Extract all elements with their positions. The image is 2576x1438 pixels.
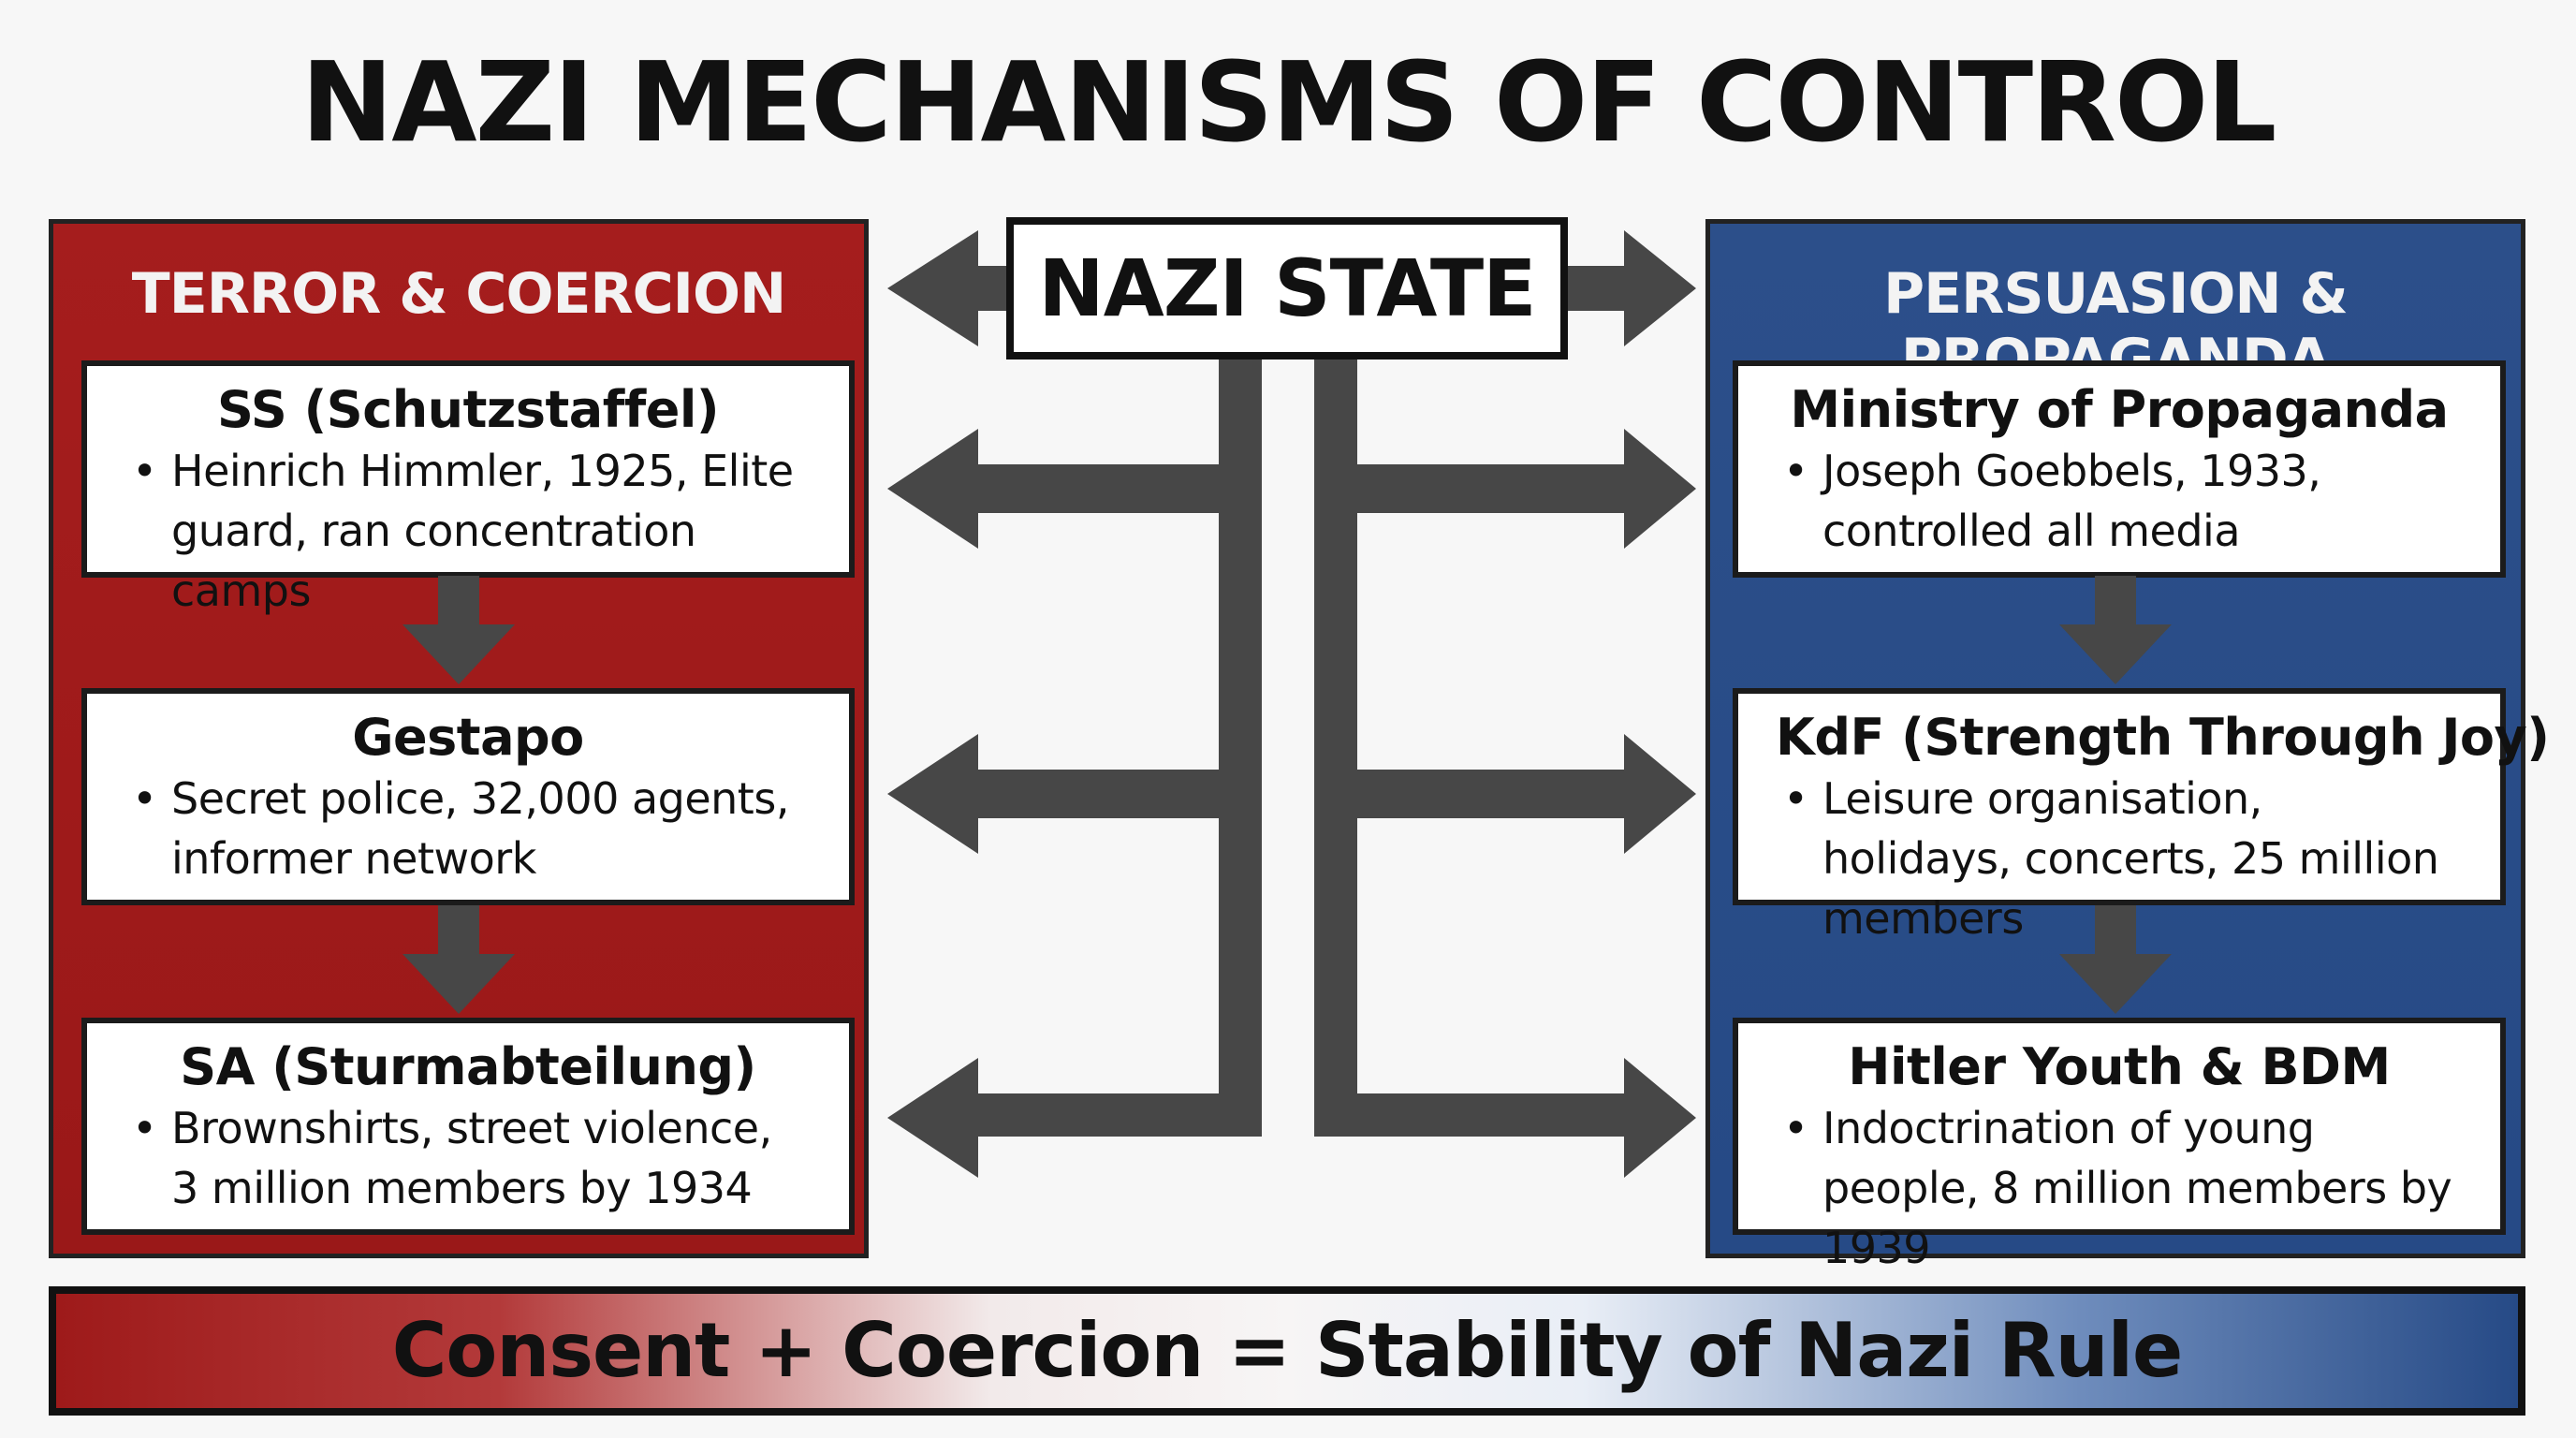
card-body: • Secret police, 32,000 agents, informer… (124, 769, 812, 888)
card-title: KdF (Strength Through Joy) (1776, 708, 2550, 767)
card-title: SA (Sturmabteilung) (180, 1037, 756, 1096)
card-title: Hitler Youth & BDM (1848, 1037, 2391, 1096)
arrow-state-to-right (1568, 230, 1696, 346)
arrow-to-sa (887, 1058, 1219, 1178)
down-arrow-icon (402, 905, 515, 1014)
bullet-glyph: • (132, 446, 157, 496)
card-text: Leisure organisation, holidays, concerts… (1822, 773, 2439, 944)
card-title: Gestapo (352, 708, 584, 767)
terror-coercion-panel: TERROR & COERCION SS (Schutzstaffel) • H… (49, 219, 869, 1258)
card-title: SS (Schutzstaffel) (216, 380, 720, 439)
arrow-to-kdf (1357, 734, 1696, 854)
bullet-glyph: • (1783, 773, 1808, 824)
card-text: Joseph Goebbels, 1933, controlled all me… (1822, 446, 2321, 556)
card-kdf: KdF (Strength Through Joy) • Leisure org… (1733, 688, 2550, 944)
down-arrow-icon (2059, 576, 2172, 684)
card-body: • Indoctrination of young people, 8 mill… (1776, 1098, 2463, 1278)
card-body: • Leisure organisation, holidays, concer… (1776, 769, 2463, 948)
card-hitler-youth: Hitler Youth & BDM • Indoctrination of y… (1733, 1018, 2506, 1273)
nazi-state-box: NAZI STATE (1006, 217, 1568, 360)
left-trunk (1219, 360, 1262, 1137)
card-sa: SA (Sturmabteilung) • Brownshirts, stree… (81, 1018, 855, 1235)
card-text: Indoctrination of young people, 8 millio… (1822, 1103, 2452, 1273)
arrow-to-hitler-youth (1357, 1058, 1696, 1178)
arrow-to-ss (887, 429, 1219, 549)
card-body: • Brownshirts, street violence, 3 millio… (124, 1098, 812, 1218)
right-trunk (1314, 360, 1357, 1137)
bullet-glyph: • (132, 1103, 157, 1153)
card-ministry-of-propaganda: Ministry of Propaganda • Joseph Goebbels… (1733, 360, 2506, 578)
panel-heading-terror: TERROR & COERCION (131, 261, 786, 327)
arrow-state-to-left (887, 230, 1006, 346)
card-body: • Heinrich Himmler, 1925, Elite guard, r… (124, 441, 812, 621)
arrow-to-propaganda (1357, 429, 1696, 549)
page-title: NAZI MECHANISMS OF CONTROL (300, 37, 2277, 167)
bullet-glyph: • (1783, 1103, 1808, 1153)
persuasion-propaganda-panel: PERSUASION & PROPAGANDA Ministry of Prop… (1705, 219, 2550, 1273)
card-text: Brownshirts, street violence, 3 million … (171, 1103, 772, 1213)
card-body: • Joseph Goebbels, 1933, controlled all … (1776, 441, 2463, 561)
card-ss: SS (Schutzstaffel) • Heinrich Himmler, 1… (81, 360, 855, 616)
card-text: Secret police, 32,000 agents, informer n… (171, 773, 789, 884)
down-arrow-icon (2059, 905, 2172, 1014)
card-title: Ministry of Propaganda (1790, 380, 2449, 439)
card-gestapo: Gestapo • Secret police, 32,000 agents, … (81, 688, 855, 905)
footer-banner: Consent + Coercion = Stability of Nazi R… (49, 1286, 2525, 1416)
card-text: Heinrich Himmler, 1925, Elite guard, ran… (171, 446, 794, 616)
bullet-glyph: • (1783, 446, 1808, 496)
down-arrow-icon (402, 576, 515, 684)
bullet-glyph: • (132, 773, 157, 824)
arrow-to-gestapo (887, 734, 1219, 854)
